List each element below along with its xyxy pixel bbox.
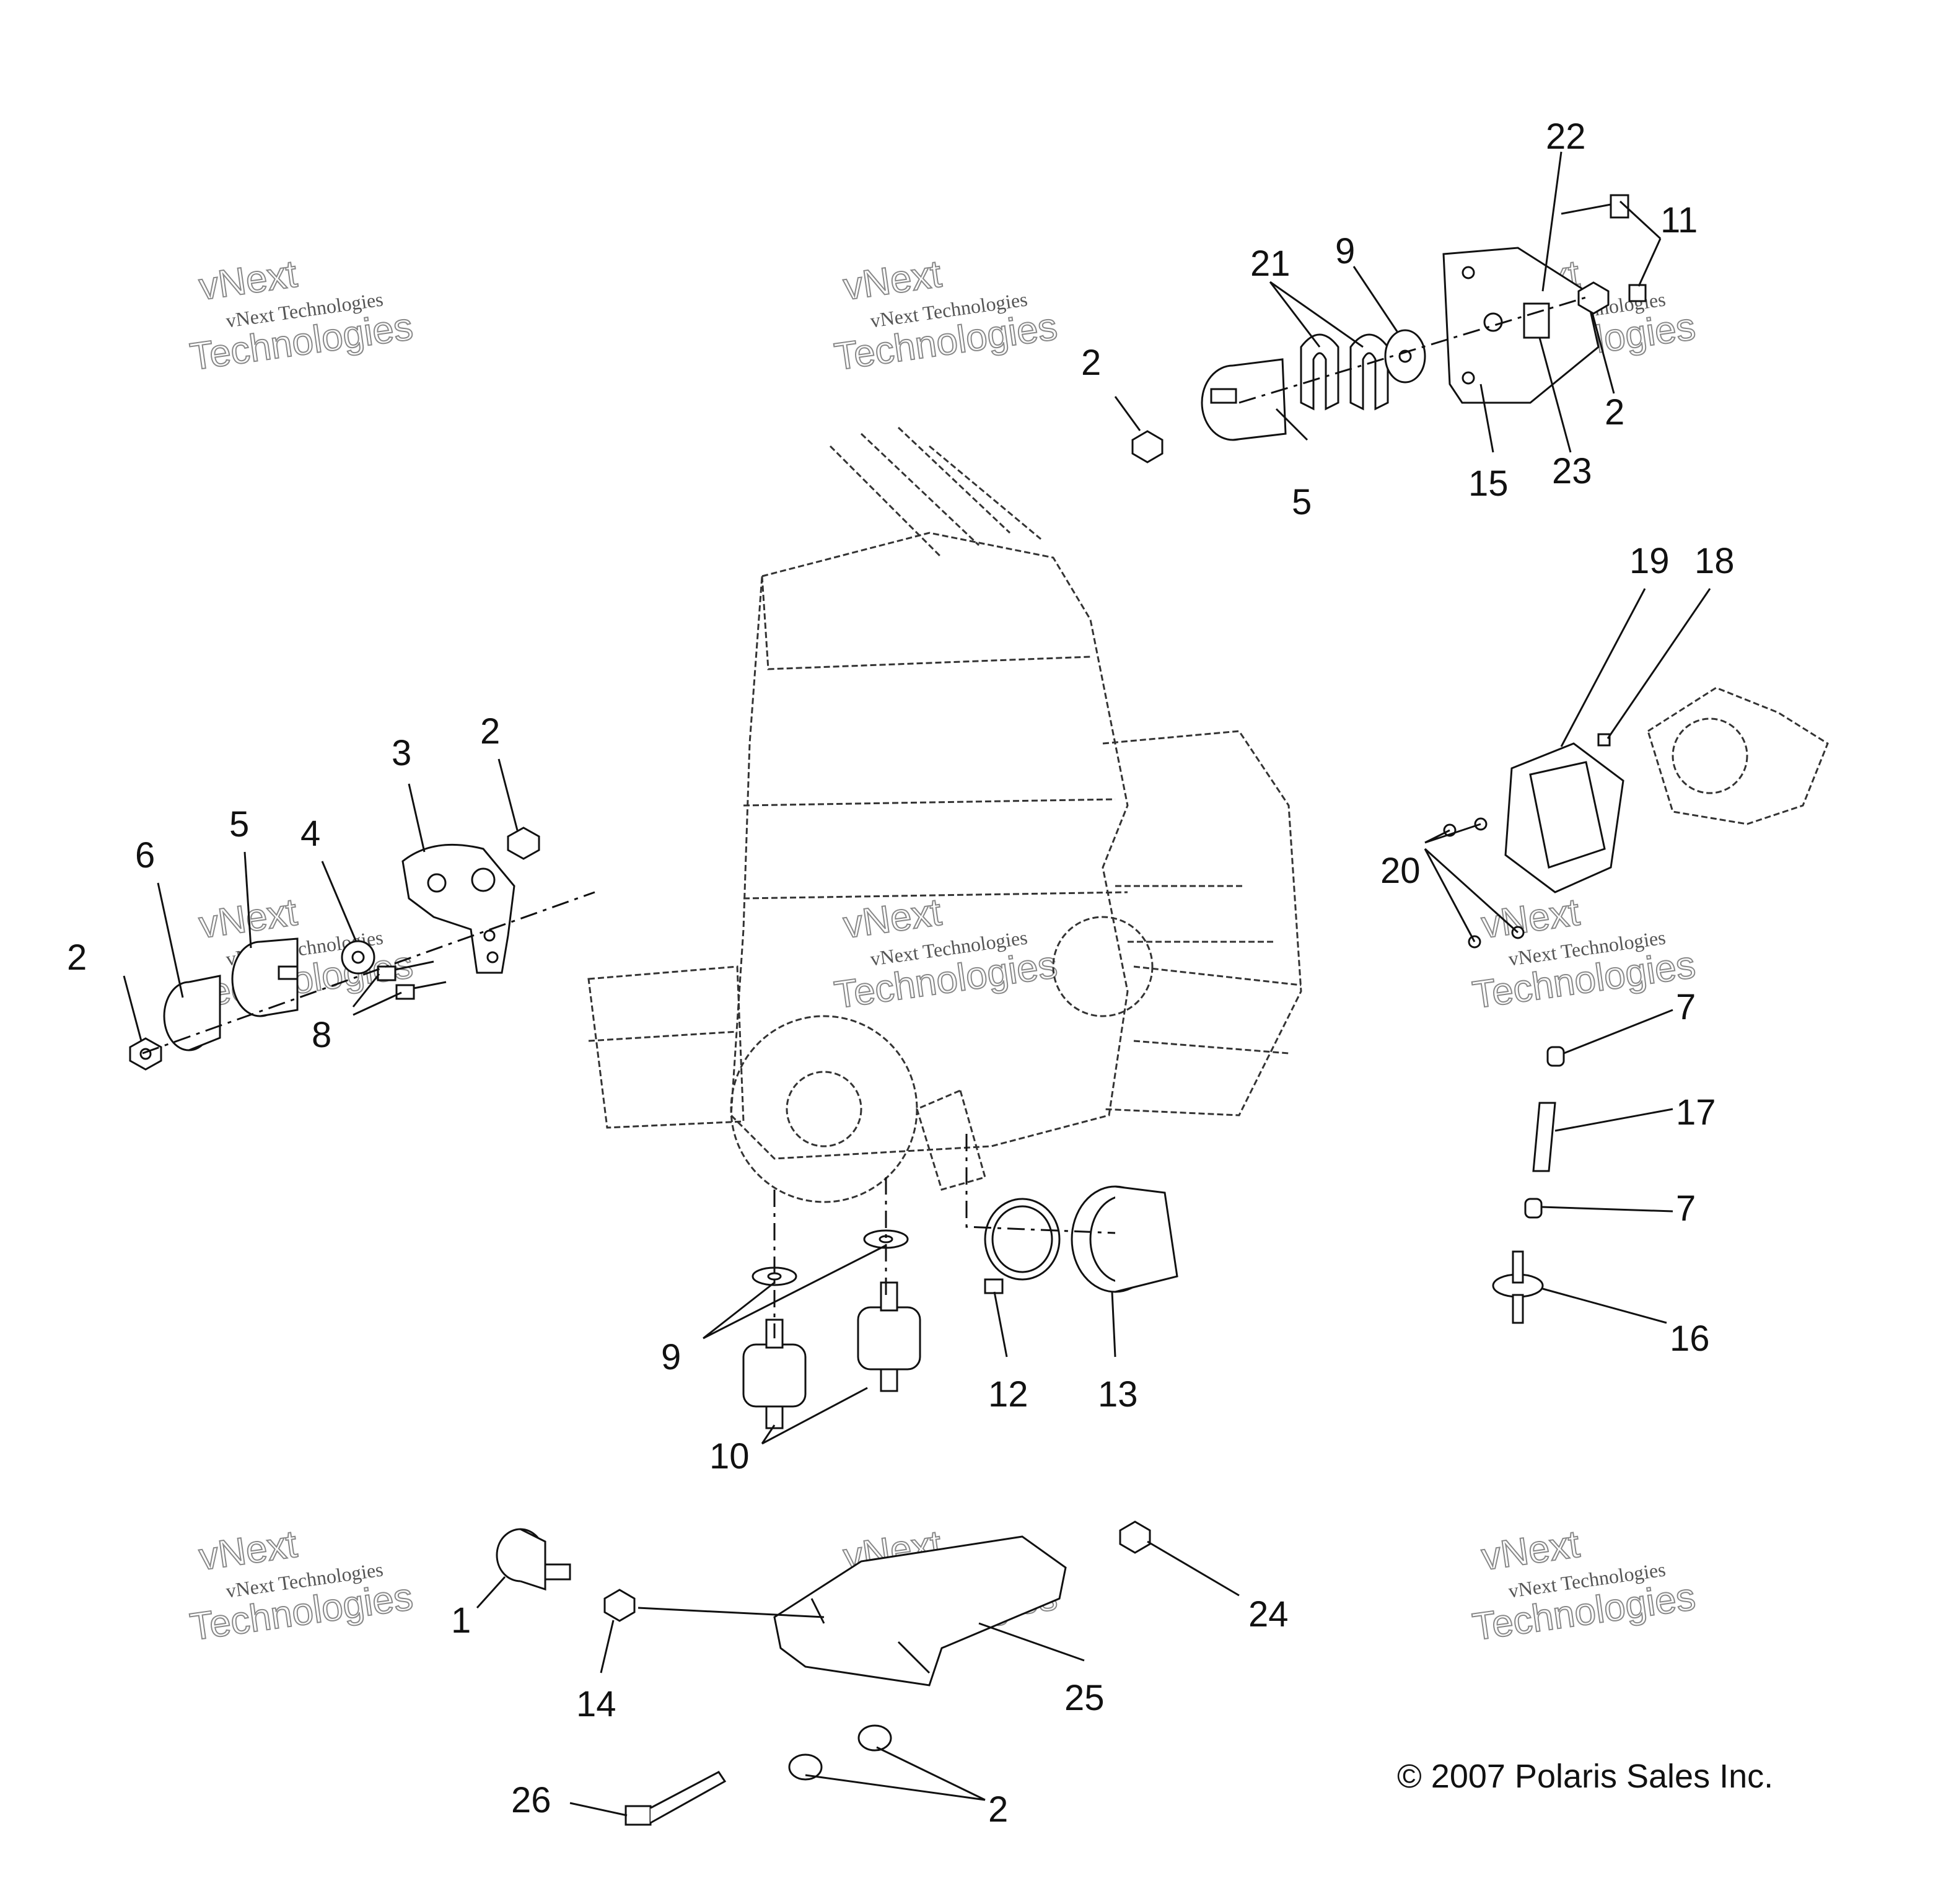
axis-left-mount — [142, 891, 595, 1055]
callout-label: 8 — [312, 1015, 331, 1055]
plate-23 — [1523, 302, 1550, 339]
nut-14 — [603, 1589, 636, 1622]
callout-label: 21 — [1250, 243, 1291, 284]
mount-5-rear — [1201, 358, 1287, 441]
svg-text:vNext: vNext — [196, 253, 300, 309]
callout-labels: 1 2 2 2 2 2 3 4 5 5 6 7 7 8 9 9 10 11 12… — [67, 116, 1735, 1830]
watermark: vNext vNext Technologies Technologies — [187, 1522, 416, 1649]
callout-label: 22 — [1546, 116, 1586, 157]
boot-13 — [1071, 1185, 1178, 1293]
svg-text:vNext: vNext — [841, 891, 944, 947]
callout-label: 1 — [451, 1600, 471, 1641]
mount-10-b — [857, 1281, 921, 1392]
callout-label: 5 — [229, 804, 249, 845]
callout-label: 2 — [1605, 392, 1624, 432]
sleeve-17 — [1532, 1102, 1556, 1172]
callout-label: 7 — [1676, 1188, 1696, 1229]
cover-19 — [1504, 742, 1624, 893]
bushing-7-top — [1546, 1046, 1565, 1067]
bracket-3 — [401, 843, 515, 974]
washer-4 — [341, 940, 375, 975]
leader-lines — [123, 151, 1711, 1817]
callout-label: 14 — [576, 1684, 616, 1724]
callout-label: 20 — [1380, 851, 1421, 891]
nut-24 — [1119, 1520, 1151, 1554]
callout-label: 2 — [1081, 343, 1101, 383]
callout-label: 5 — [1292, 482, 1312, 522]
callout-label: 13 — [1098, 1374, 1138, 1415]
callout-label: 2 — [480, 711, 500, 752]
callout-label: 11 — [1660, 200, 1698, 240]
callout-label: 15 — [1468, 463, 1509, 504]
watermark: vNext vNext Technologies Technologies — [1470, 1522, 1699, 1649]
plate-25 — [773, 1535, 1067, 1687]
callout-label: 12 — [988, 1374, 1028, 1415]
shims-21 — [1300, 333, 1389, 411]
mount-5-left — [231, 937, 299, 1017]
watermark: vNext vNext Technologies Technologies — [187, 252, 416, 379]
watermark: vNext vNext Technologies Technologies — [1470, 890, 1699, 1017]
callout-label: 23 — [1552, 451, 1592, 491]
watermark: vNext vNext Technologies Technologies — [831, 252, 1061, 379]
engine-block — [587, 426, 1302, 1203]
svg-text:vNext: vNext — [1479, 891, 1582, 947]
callout-label: 16 — [1670, 1318, 1710, 1359]
callout-label: 2 — [67, 937, 87, 978]
callout-label: 24 — [1248, 1594, 1289, 1634]
nut-left — [129, 1037, 162, 1071]
axis-bottom-mounts — [773, 1177, 887, 1338]
bracket-15 — [1442, 247, 1600, 404]
bolt-26 — [625, 1771, 727, 1826]
mount-1 — [496, 1528, 571, 1591]
svg-text:vNext: vNext — [841, 253, 944, 309]
clamp-12 — [984, 1198, 1061, 1294]
callout-label: 17 — [1676, 1092, 1716, 1133]
pin-18 — [1597, 733, 1611, 747]
copyright-text: © 2007 Polaris Sales Inc. — [1397, 1758, 1773, 1795]
axis-boot — [965, 1134, 1116, 1234]
svg-text:vNext: vNext — [1479, 1523, 1582, 1579]
transmission-outline — [1647, 687, 1829, 825]
callout-label: 3 — [392, 733, 411, 773]
svg-text:vNext: vNext — [196, 1523, 300, 1579]
nuts-2-bottom — [788, 1724, 892, 1781]
callout-label: 4 — [300, 814, 320, 854]
bushing-6 — [163, 975, 221, 1051]
callout-label: 6 — [135, 835, 155, 875]
callout-label: 26 — [511, 1780, 551, 1820]
callout-label: 9 — [661, 1337, 681, 1377]
nut-rear-top — [1131, 430, 1164, 463]
nut-rear-right — [1577, 281, 1610, 315]
callout-label: 2 — [988, 1789, 1008, 1830]
callout-label: 25 — [1064, 1678, 1105, 1718]
callout-label: 19 — [1629, 541, 1670, 581]
nut-top-left — [507, 827, 540, 860]
bolts-8 — [377, 960, 447, 1000]
callout-label: 18 — [1694, 541, 1735, 581]
axis-rear-mount — [1238, 296, 1587, 404]
callout-label: 10 — [709, 1436, 750, 1476]
callout-label: 7 — [1676, 987, 1696, 1027]
stud-16 — [1492, 1250, 1544, 1324]
callout-label: 9 — [1335, 231, 1355, 271]
bushing-7-bottom — [1524, 1198, 1543, 1219]
